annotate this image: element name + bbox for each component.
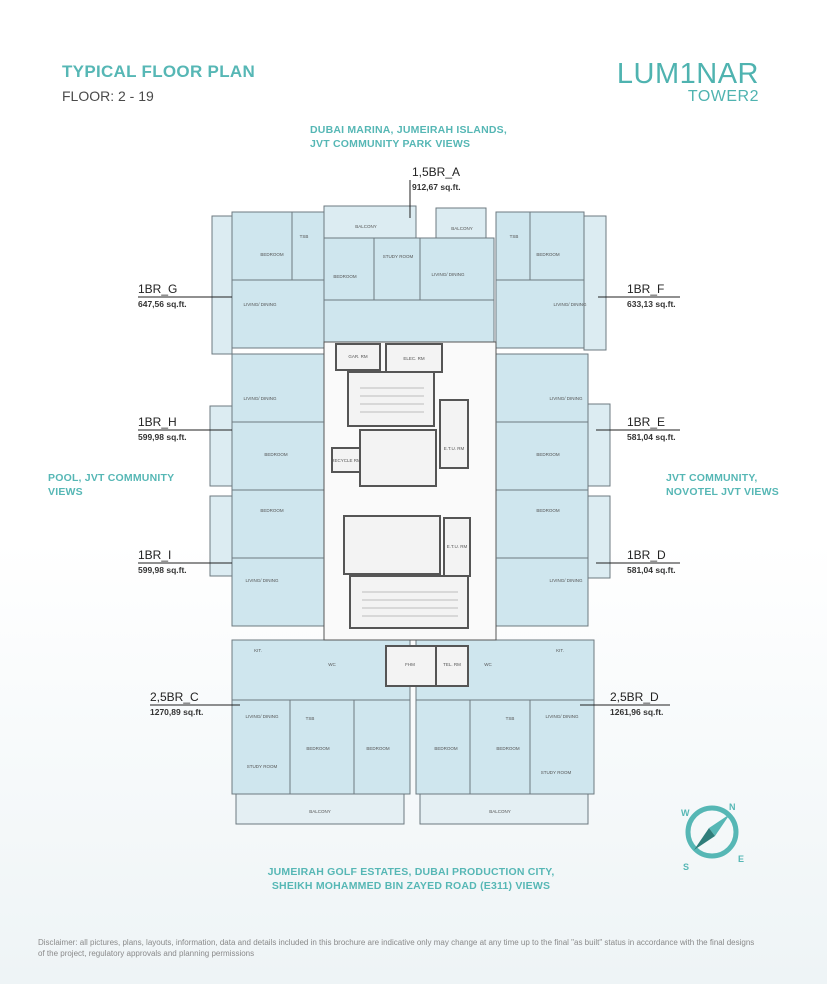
view-south: JUMEIRAH GOLF ESTATES, DUBAI PRODUCTION … — [267, 866, 555, 892]
view-east: JVT COMMUNITY, NOVOTEL JVT VIEWS — [666, 472, 779, 498]
lift-lobby-north — [359, 429, 437, 487]
label-living: LIVING/ DINING — [549, 396, 583, 401]
label-tsb: TSB — [506, 716, 515, 721]
compass-s: S — [683, 862, 689, 872]
label-living: LIVING/ DINING — [549, 578, 583, 583]
label-bedroom: BEDROOM — [366, 746, 390, 751]
label-living: LIVING/ DINING — [245, 578, 279, 583]
shaft-east — [439, 399, 469, 469]
balcony-d — [587, 495, 611, 579]
view-west: POOL, JVT COMMUNITY VIEWS — [48, 472, 175, 498]
page-title: TYPICAL FLOOR PLAN — [62, 62, 256, 81]
compass-e: E — [738, 854, 744, 864]
etu-south — [443, 517, 471, 577]
label-bedroom: BEDROOM — [260, 508, 284, 513]
label-bedroom: BEDROOM — [306, 746, 330, 751]
label-bedroom: BEDROOM — [434, 746, 458, 751]
compass-w: W — [681, 808, 690, 818]
label-wc: WC — [328, 662, 336, 667]
brand-line1: LUM1NAR — [616, 58, 759, 90]
balcony-d2 — [419, 793, 589, 825]
label-study: STUDY ROOM — [247, 764, 278, 769]
label-bedroom: BEDROOM — [536, 452, 560, 457]
label-wc: WC — [484, 662, 492, 667]
recycle-room — [331, 447, 361, 473]
brand-line2: TOWER2 — [687, 88, 759, 105]
balcony-f — [583, 215, 607, 351]
label-bedroom: BEDROOM — [264, 452, 288, 457]
label-balcony: BALCONY — [309, 809, 331, 814]
label-tsb: TSB — [300, 234, 309, 239]
label-elec: ELEC. RM — [403, 356, 425, 361]
compass-icon: W N E S — [681, 802, 744, 872]
tel-room — [435, 645, 469, 687]
label-bedroom: BEDROOM — [333, 274, 357, 279]
balcony-g — [211, 215, 233, 355]
unit-1-5br-a-area — [323, 237, 495, 343]
label-kit: KIT. — [254, 648, 262, 653]
floor-range: FLOOR: 2 - 19 — [62, 88, 154, 104]
stair-north — [347, 371, 435, 427]
label-living: LIVING/ DINING — [431, 272, 465, 277]
label-balcony: BALCONY — [489, 809, 511, 814]
label-bedroom: BEDROOM — [536, 508, 560, 513]
balcony-h — [209, 405, 233, 487]
label-tsb: TSB — [306, 716, 315, 721]
label-study: STUDY ROOM — [383, 254, 414, 259]
label-fhm: FHM — [405, 662, 415, 667]
compass-n: N — [729, 802, 736, 812]
balcony-e — [587, 403, 611, 487]
label-kit: KIT. — [556, 648, 564, 653]
label-living: LIVING/ DINING — [545, 714, 579, 719]
label-tsb: TSB — [510, 234, 519, 239]
label-living: LIVING/ DINING — [553, 302, 587, 307]
unit-2-5br-c-area — [231, 639, 411, 795]
label-balcony: BALCONY — [355, 224, 377, 229]
label-study: STUDY ROOM — [541, 770, 572, 775]
label-living: LIVING/ DINING — [245, 714, 279, 719]
label-bedroom: BEDROOM — [260, 252, 284, 257]
label-recycle: RECYCLE RM — [331, 458, 361, 463]
view-north: DUBAI MARINA, JUMEIRAH ISLANDS, JVT COMM… — [310, 124, 507, 150]
label-bedroom: BEDROOM — [496, 746, 520, 751]
elec-room — [385, 343, 443, 373]
label-etu: E.T.U. RM — [447, 544, 468, 549]
brand-logo: LUM1NAR TOWER2 — [617, 60, 759, 105]
disclaimer: Disclaimer: all pictures, plans, layouts… — [38, 938, 755, 958]
label-living: LIVING/ DINING — [243, 396, 277, 401]
label-balcony: BALCONY — [451, 226, 473, 231]
balcony-a1 — [323, 205, 417, 239]
label-gar: GAR. RM — [348, 354, 368, 359]
fhm-room — [385, 645, 437, 687]
label-living: LIVING/ DINING — [243, 302, 277, 307]
stair-south — [349, 575, 469, 629]
balcony-i — [209, 495, 233, 577]
label-bedroom: BEDROOM — [536, 252, 560, 257]
balcony-c — [235, 793, 405, 825]
label-tel: TEL. RM — [443, 662, 461, 667]
balcony-a2 — [435, 207, 487, 239]
lift-lobby-south — [343, 515, 441, 575]
label-etu: E.T.U. RM — [444, 446, 465, 451]
gar-room — [335, 343, 381, 371]
